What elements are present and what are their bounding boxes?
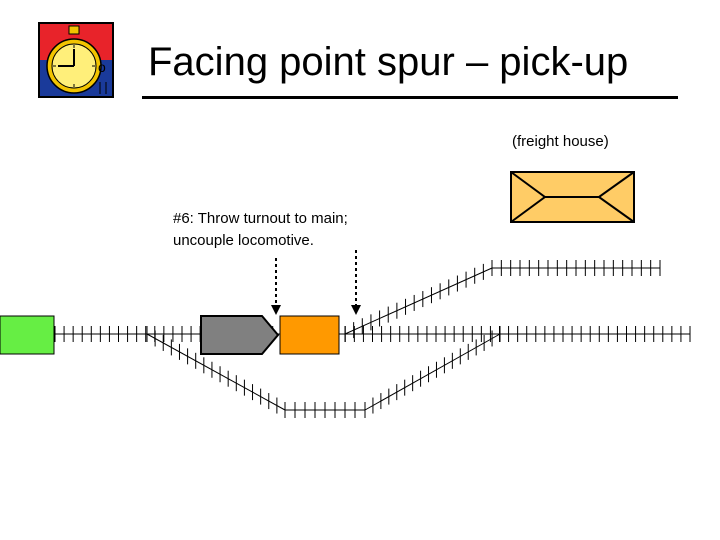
instruction-line-2: uncouple locomotive. [173,232,314,249]
instruction-line-1: #6: Throw turnout to main; [173,210,348,227]
orange-freight-car [279,315,340,355]
siding-track-descending [146,333,286,411]
locomotive [200,315,280,355]
stopwatch-icon: o [38,22,114,98]
pointer-arrow-locomotive [271,258,281,315]
svg-text:o: o [98,59,106,75]
freight-house [510,171,635,223]
green-car [0,315,55,355]
track-layout [54,260,691,418]
freight-house-label: (freight house) [512,133,609,150]
siding-track-ascending [364,333,501,411]
slide-title: Facing point spur – pick-up [148,40,629,84]
pointer-arrow-coupling [351,250,361,315]
instruction-note: #6: Throw turnout to main; uncouple loco… [173,208,348,252]
spur-track-ascending [344,267,493,335]
title-underline [142,96,678,99]
